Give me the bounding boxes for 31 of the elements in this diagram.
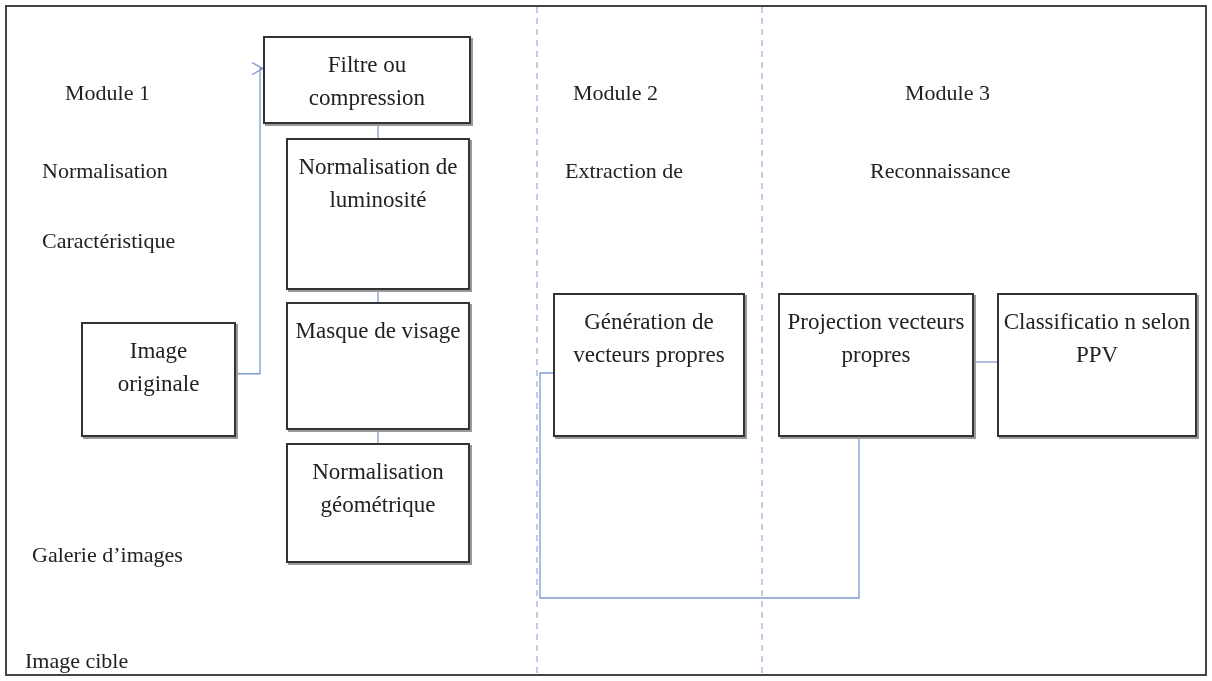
connector-line — [973, 361, 998, 363]
box-text: Projection vecteurs propres — [786, 308, 966, 369]
module-heading: Module 3 — [905, 79, 990, 107]
process-box — [286, 138, 470, 290]
process-box — [263, 36, 471, 124]
box-text: Masque de visage — [295, 317, 461, 345]
box-text: Normalisation de luminosité — [297, 153, 459, 214]
box-text: Normalisation géométrique — [311, 458, 445, 519]
connector-line — [539, 372, 860, 599]
text-label: Galerie d’images — [32, 541, 183, 569]
process-box — [286, 302, 470, 430]
connector-line — [377, 289, 379, 303]
module-heading: Module 1 — [65, 79, 150, 107]
module-heading: Module 2 — [573, 79, 658, 107]
process-box — [997, 293, 1197, 437]
box-text: Filtre ou compression — [307, 51, 427, 112]
text-label: Reconnaissance — [870, 157, 1011, 185]
box-text: Image originale — [116, 337, 201, 398]
text-label: Image cible — [25, 647, 129, 675]
text-label: Extraction de — [565, 157, 683, 185]
text-label: Normalisation — [42, 157, 168, 185]
connector-line — [377, 429, 379, 444]
process-box — [778, 293, 974, 437]
box-text: Génération de vecteurs propres — [572, 308, 726, 369]
box-text: Classificatio n selon PPV — [1003, 308, 1191, 369]
process-box — [553, 293, 745, 437]
arrow — [235, 61, 264, 375]
process-box — [81, 322, 236, 437]
connector-line — [377, 123, 379, 139]
process-box — [286, 443, 470, 563]
text-label: Caractéristique — [42, 227, 176, 255]
